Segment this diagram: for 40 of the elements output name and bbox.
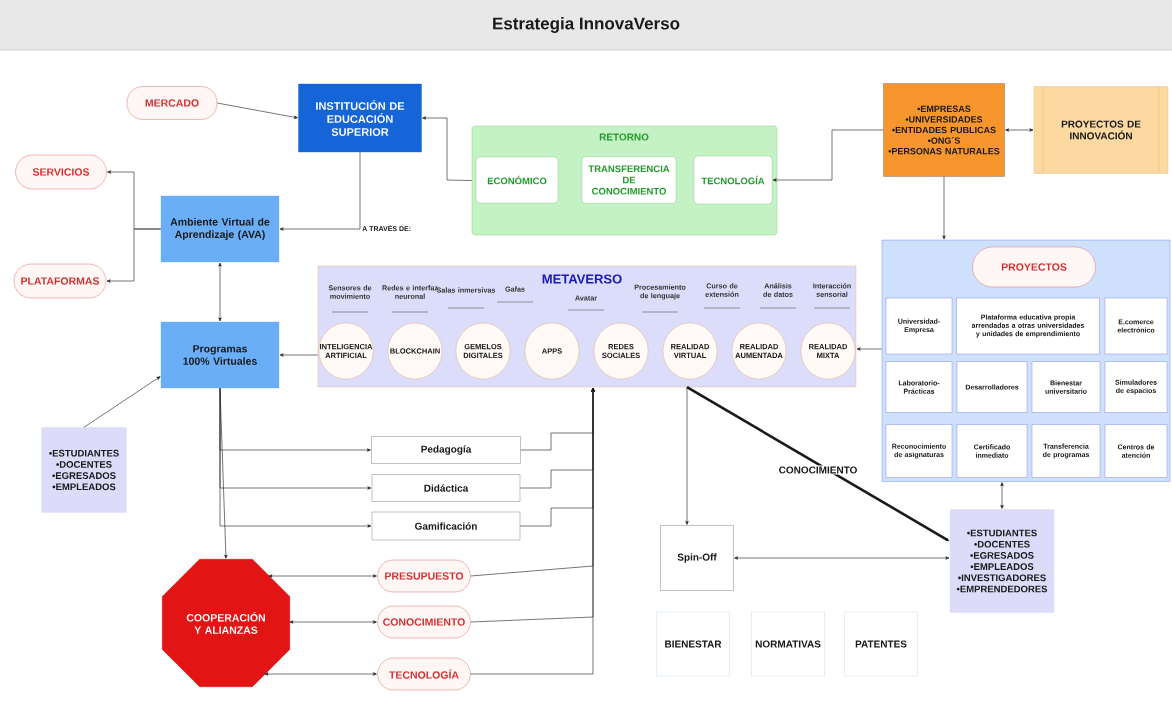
process-box: Didáctica <box>371 474 521 502</box>
arrow <box>219 387 228 559</box>
list-box: •ESTUDIANTES •DOCENTES •EGRESADOS •EMPLEADOS <box>41 427 127 513</box>
arrow <box>106 228 162 283</box>
arrow <box>422 116 473 181</box>
arrow <box>942 176 946 240</box>
arrow <box>279 151 361 231</box>
arrow <box>856 347 883 351</box>
process-box: PROYECTOS DE INNOVACIÓN <box>1033 85 1169 174</box>
arrow <box>685 386 689 525</box>
arrow <box>279 353 319 357</box>
process-box: Pedagogía <box>371 436 521 464</box>
arrow <box>268 574 377 578</box>
process-box: INSTITUCIÓN DE EDUCACIÓN SUPERIOR <box>298 83 422 153</box>
arrow <box>264 672 377 676</box>
edge-label: CONOCIMIENTO <box>777 465 859 475</box>
title-banner: Estrategia InnovaVerso <box>0 0 1172 51</box>
process-box: PATENTES <box>844 611 918 677</box>
list-box: •ESTUDIANTES •DOCENTES •EGRESADOS •EMPLEADOS •INVESTIGADORES •EMPRENDEDORES <box>949 509 1055 613</box>
process-box: Programas 100% Virtuales <box>160 321 280 389</box>
process-box: TRANSFERENCIA DE CONOCIMIENTO <box>581 156 677 204</box>
arrow <box>686 386 950 542</box>
arrow <box>1005 128 1034 132</box>
process-box: Spin-Off <box>660 525 734 591</box>
arrow <box>772 129 884 182</box>
process-box: TECNOLOGÍA <box>693 155 773 205</box>
arrow <box>289 620 377 624</box>
arrow <box>734 556 950 560</box>
arrow <box>83 376 161 428</box>
arrow <box>216 102 298 119</box>
process-box: NORMATIVAS <box>751 611 825 677</box>
process-box: Gamificación <box>371 511 521 541</box>
process-box: Ambiente Virtual de Aprendizaje (AVA) <box>160 195 280 263</box>
arrow <box>1000 482 1004 509</box>
octagon: COOPERACIÓN Y ALIANZAS <box>162 559 290 687</box>
process-box: ECONÓMICO <box>475 156 559 204</box>
arrow <box>470 387 595 675</box>
arrow <box>218 262 222 322</box>
list-box: •EMPRESAS •UNIVERSIDADES •ENTIDADES PUBLICAS •ONG´S •PERSONAS NATURALES <box>883 83 1005 177</box>
process-box: BIENESTAR <box>656 611 730 677</box>
